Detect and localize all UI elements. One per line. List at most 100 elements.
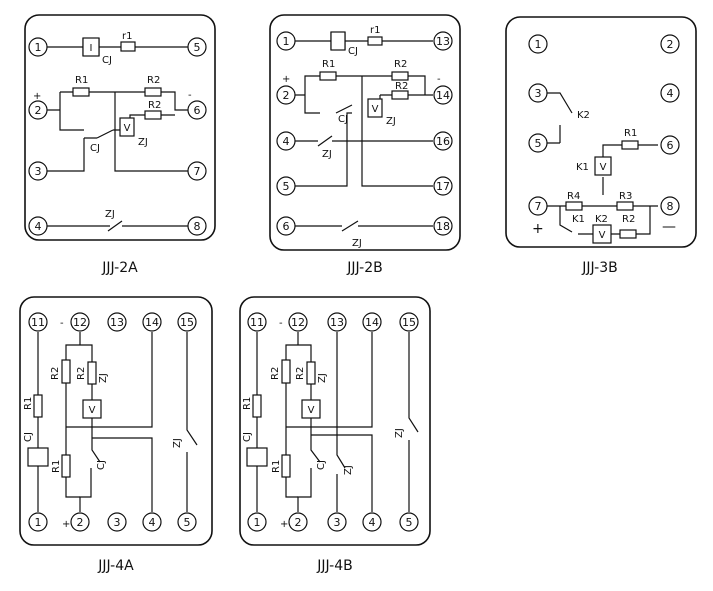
resistor-r1 xyxy=(72,87,90,97)
r1-upper-label: R1 xyxy=(23,397,34,410)
plus-sign: + xyxy=(33,91,41,102)
plus-sign: + xyxy=(280,519,288,530)
cj-coil-label: CJ xyxy=(23,432,34,442)
cj-coil xyxy=(330,31,346,51)
cj-coil-tag: I xyxy=(90,43,93,54)
terminal-2 xyxy=(288,512,308,532)
terminal-1 xyxy=(528,34,548,54)
caption-jjj-2b: JJJ-2B xyxy=(346,260,382,276)
terminal-4-label: 4 xyxy=(149,516,156,529)
diagram-jjj-4a: 11 12 13 14 15 1 2 3 4 5 R1 CJ R2 R2 ZJ … xyxy=(19,296,213,546)
minus-sign: - xyxy=(279,318,283,329)
terminal-1-label: 1 xyxy=(283,35,290,48)
terminal-16 xyxy=(433,131,453,151)
terminal-18-label: 18 xyxy=(436,220,450,233)
terminal-5 xyxy=(399,512,419,532)
caption-jjj-2a: JJJ-2A xyxy=(101,260,138,276)
zj-relay-label: ZJ xyxy=(138,137,148,148)
r3-label: R3 xyxy=(619,191,632,202)
minus-sign: - xyxy=(188,90,192,101)
resistor-r2-left xyxy=(61,359,71,384)
terminal-14-label: 14 xyxy=(436,89,450,102)
panel-frame xyxy=(239,296,431,546)
r1-label: R1 xyxy=(624,128,637,139)
plus-sign: + xyxy=(62,519,70,530)
zj-voltage-relay xyxy=(82,399,102,419)
zj-contact-label: ZJ xyxy=(172,438,183,448)
zj-contact-label: ZJ xyxy=(105,209,115,220)
cj-contact-label: CJ xyxy=(316,460,327,470)
terminal-11-label: 11 xyxy=(250,316,264,329)
terminal-11-label: 11 xyxy=(31,316,45,329)
terminal-2-label: 2 xyxy=(283,89,290,102)
terminal-7-label: 7 xyxy=(194,165,201,178)
terminal-1-label: 1 xyxy=(35,41,42,54)
k1-voltage-relay xyxy=(594,156,612,176)
terminal-12-label: 12 xyxy=(73,316,87,329)
diagram-jjj-3b: 1 2 3 4 5 6 7 8 K2 R1 K1 V R4 R3 K1 K2 V… xyxy=(505,16,697,248)
terminal-13-label: 13 xyxy=(330,316,344,329)
terminal-8 xyxy=(187,216,207,236)
resistor-r1-lower xyxy=(61,454,71,478)
zj-relay-label: ZJ xyxy=(98,373,109,383)
zj-contact-2-label: ZJ xyxy=(352,238,362,249)
k2-relay-tag: V xyxy=(599,230,606,241)
terminal-5-label: 5 xyxy=(535,137,542,150)
terminal-14 xyxy=(433,85,453,105)
terminal-3-label: 3 xyxy=(35,165,42,178)
panel-frame xyxy=(24,14,216,241)
cj-coil xyxy=(82,37,100,57)
terminal-13-label: 13 xyxy=(436,35,450,48)
diagram-jjj-4b: 11 12 13 14 15 1 2 3 4 5 R1 CJ R2 R2 ZJ … xyxy=(239,296,431,546)
terminal-8-label: 8 xyxy=(194,220,201,233)
terminal-1 xyxy=(28,37,48,57)
panel-frame xyxy=(505,16,697,248)
diagram-jjj-2b: 1 2 4 5 6 13 14 16 17 18 CJ r1 R1 R2 R2 … xyxy=(269,14,461,251)
caption-jjj-4a: JJJ-4A xyxy=(97,558,134,574)
terminal-3-label: 3 xyxy=(114,516,121,529)
r2-top-label: R2 xyxy=(147,75,160,86)
terminal-17 xyxy=(433,176,453,196)
r2-left-label: R2 xyxy=(270,367,281,380)
resistor-r3 xyxy=(616,201,634,211)
terminal-2 xyxy=(276,85,296,105)
cj-coil-label: CJ xyxy=(348,46,358,57)
k2-contact-label: K2 xyxy=(577,110,590,121)
zj-contact-1-label: ZJ xyxy=(343,465,354,475)
terminal-4 xyxy=(142,512,162,532)
resistor-r2-right xyxy=(306,361,316,385)
r2-right-label: R2 xyxy=(76,367,87,380)
r1-small-label: r1 xyxy=(370,25,380,36)
terminal-2-label: 2 xyxy=(77,516,84,529)
r1-small-label: r1 xyxy=(122,31,132,42)
cj-coil xyxy=(246,447,268,467)
terminal-5 xyxy=(187,37,207,57)
terminal-3 xyxy=(28,161,48,181)
resistor-r2 xyxy=(619,229,637,239)
terminal-4-label: 4 xyxy=(667,87,674,100)
zj-relay-label: ZJ xyxy=(386,116,396,127)
terminal-12 xyxy=(288,312,308,332)
terminal-14-label: 14 xyxy=(365,316,379,329)
terminal-13 xyxy=(433,31,453,51)
terminal-15 xyxy=(399,312,419,332)
terminal-3 xyxy=(528,83,548,103)
terminal-4 xyxy=(362,512,382,532)
terminal-15 xyxy=(177,312,197,332)
resistor-r1-upper xyxy=(33,394,43,418)
resistor-r4 xyxy=(565,201,583,211)
terminal-3-label: 3 xyxy=(334,516,341,529)
cj-coil-label: CJ xyxy=(102,55,112,66)
plus-sign: + xyxy=(532,221,544,237)
panel-frame xyxy=(269,14,461,251)
cj-coil-label: CJ xyxy=(242,432,253,442)
k2-relay-label: K2 xyxy=(595,214,608,225)
terminal-5 xyxy=(528,133,548,153)
terminal-1 xyxy=(276,31,296,51)
terminal-17-label: 17 xyxy=(436,180,450,193)
r2-bottom-label: R2 xyxy=(395,81,408,92)
terminal-1 xyxy=(28,512,48,532)
zj-voltage-relay xyxy=(301,399,321,419)
cj-contact-label: CJ xyxy=(90,143,100,154)
terminal-1-label: 1 xyxy=(535,38,542,51)
